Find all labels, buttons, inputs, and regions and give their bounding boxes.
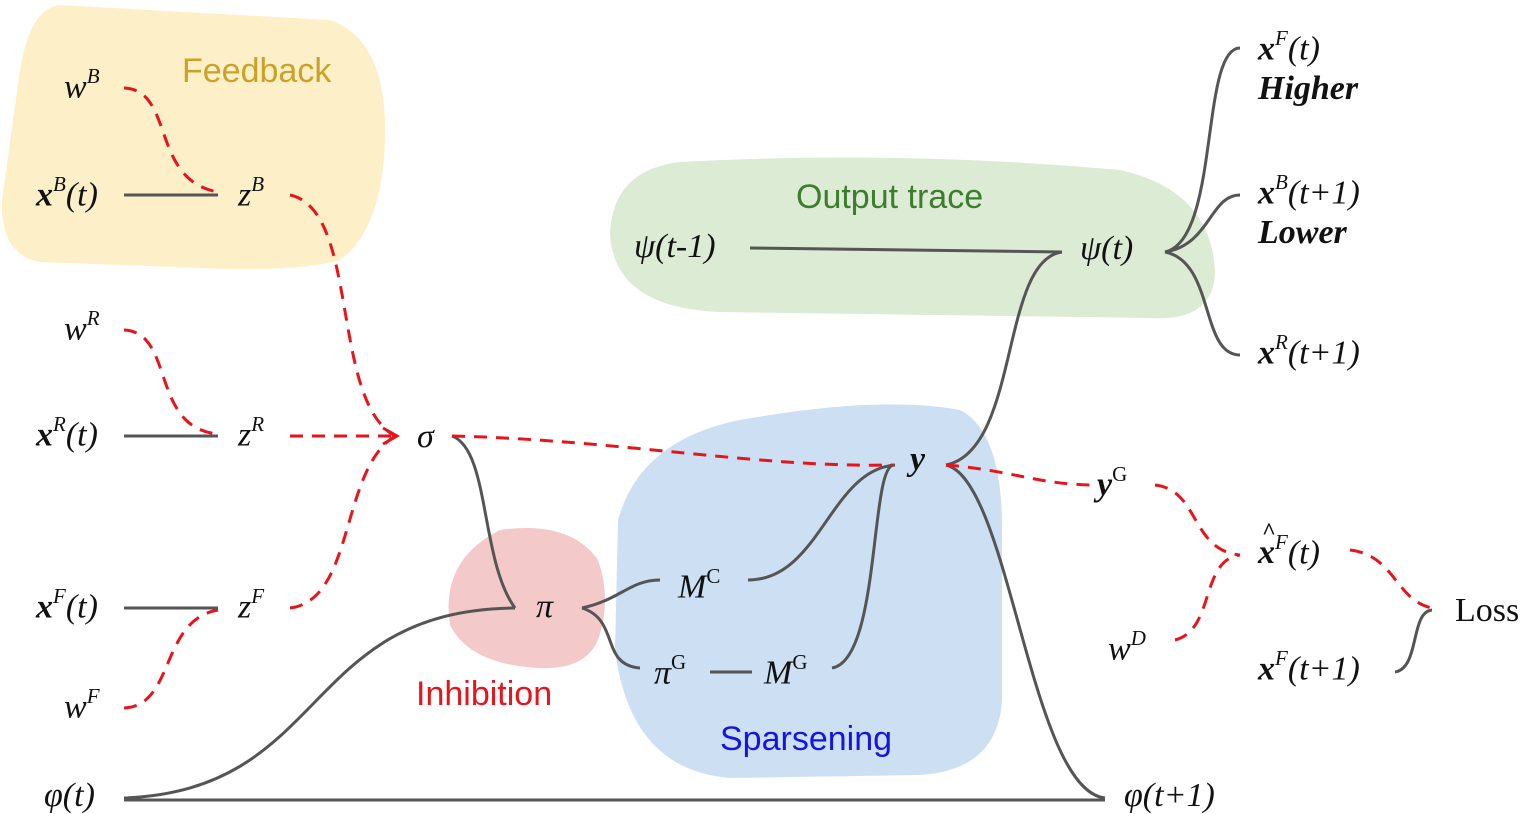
node-piG: πG [654, 650, 687, 692]
feedback-region [1, 5, 386, 269]
node-loss: Loss [1455, 592, 1520, 629]
edge-xF-next-loss [1394, 608, 1433, 674]
edge-MC-y [747, 463, 896, 582]
edge-y-yG [945, 463, 1096, 487]
edge-wD-xhat [1174, 553, 1241, 642]
node-sigma: σ [417, 418, 434, 455]
edge-psi-out-xR [1164, 250, 1241, 357]
node-MC: MC [678, 564, 721, 606]
label-higher: Higher [1258, 70, 1359, 107]
node-phi-t: φ(t) [44, 777, 95, 814]
edge-xhat-loss [1349, 548, 1433, 610]
feedback-label: Feedback [182, 52, 332, 90]
node-out-xF: xF(t) [1258, 26, 1320, 68]
node-wF: wF [64, 684, 100, 726]
node-y: y [910, 441, 926, 478]
edge-pi-piG [581, 606, 641, 670]
node-zR: zR [238, 412, 265, 454]
node-yG: yG [1097, 462, 1128, 504]
inhibition-label: Inhibition [416, 675, 553, 713]
edge-pi-MC [581, 578, 661, 610]
node-zF: zF [238, 584, 265, 626]
node-out-xB: xB(t+1) [1258, 170, 1360, 212]
edge-wB-zB [123, 86, 219, 194]
output-trace-region [610, 157, 1215, 319]
edge-psi-out-xF [1164, 46, 1241, 254]
arrowhead-sigma [382, 426, 401, 446]
edge-psi-prev-psi [749, 246, 1063, 254]
inhibition-region [448, 528, 605, 669]
node-xF-next: xF(t+1) [1258, 646, 1360, 688]
edge-MG-y [831, 463, 894, 670]
node-wB: wB [64, 64, 100, 106]
sparsening-region [615, 404, 1002, 778]
node-phi-next: φ(t+1) [1124, 777, 1215, 814]
edge-psi-out-xB [1164, 193, 1241, 254]
node-zB: zB [238, 172, 265, 214]
edge-zF-sigma [289, 434, 396, 610]
node-xB: xB(t) [36, 172, 98, 214]
node-MG: MG [764, 650, 808, 692]
node-wD: wD [1108, 626, 1146, 668]
edge-y-phi-next [945, 463, 1106, 800]
edge-zB-sigma [289, 193, 396, 438]
node-psi-t: ψ(t) [1080, 230, 1134, 267]
node-out-xR: xR(t+1) [1258, 330, 1360, 372]
sparsening-label: Sparsening [720, 720, 893, 758]
label-lower: Lower [1258, 214, 1347, 251]
node-psi-prev: ψ(t-1) [634, 228, 716, 265]
node-wR: wR [64, 306, 100, 348]
output-trace-label: Output trace [796, 178, 984, 216]
edge-wF-zF [123, 608, 219, 710]
node-xhatF: xF(t) [1258, 520, 1320, 570]
edge-sigma-y [451, 434, 894, 467]
node-xF: xF(t) [36, 584, 98, 626]
edge-wR-zR [123, 328, 219, 436]
edge-sigma-pi [451, 434, 517, 609]
node-pi: π [536, 588, 554, 625]
node-xR: xR(t) [36, 412, 98, 454]
edge-yG-xhat [1154, 483, 1241, 557]
edge-phi-pi [123, 606, 516, 800]
edge-y-psi [945, 250, 1063, 467]
